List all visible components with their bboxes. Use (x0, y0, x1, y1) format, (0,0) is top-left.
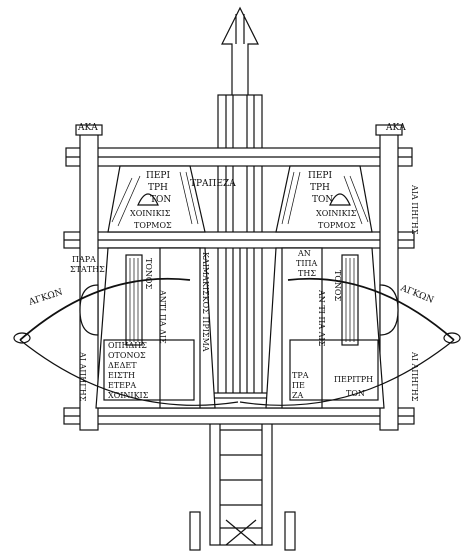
label-ankon-left: ΑΓΚΩΝ (27, 288, 64, 309)
bow-arms (13, 277, 461, 406)
right-column (281, 247, 323, 409)
note-line-3: ΔΕΔΕΤ (108, 361, 137, 370)
label-klimakiskos: ΚΛΙΜΑΚΙΣΚΟΣ ΠΡΙΣΜΑ (201, 252, 210, 352)
label-antipalis-left: ΑΝΤΙ ΠΑ ΛΙΣ (158, 289, 167, 344)
right-string (239, 339, 455, 406)
label-tonos-right: ΤΟΝΟΣ (333, 270, 342, 301)
label-choinikis-right: ΧΟΙΝΙΚΙΣ (316, 209, 357, 218)
label-top-right: ΑΚΑ (385, 123, 406, 133)
note-line-6: ΧΟΙΝΙΚΙΣ (108, 391, 149, 400)
label-right-lower: ΑΙ ΑΠΗΓΗΣ (410, 351, 419, 402)
label-periterion-left-1: ΠΕΡΙ (146, 171, 170, 181)
label-periterion-right-2: ΤΡΗ (310, 183, 330, 193)
right-upper-housing (275, 165, 373, 233)
label-ankon-right: ΑΓΚΩΝ (398, 283, 435, 306)
left-post-cap (75, 124, 103, 136)
left-arm (19, 277, 191, 341)
label-trapeza-top: ΤΡΑΠΕΖΑ (190, 179, 236, 189)
label-periterion-right-3: ΤΟΝ (312, 195, 333, 205)
right-spring-frame (265, 165, 385, 409)
label-periterion-lower-2: ΤΟΝ (346, 389, 365, 398)
ladder-foot-left (189, 511, 201, 551)
label-antipalis-right: ΑΝ ΤΙ ΠΑ ΛΙΣ (317, 289, 326, 347)
ladder-frame (209, 404, 273, 546)
label-trapeza-lower-3: ΖΑ (292, 391, 304, 400)
label-periterion-left-2: ΤΡΗ (148, 183, 168, 193)
label-parastatis-2: ΣΤΑΤΗΣ (70, 265, 105, 274)
note-line-1: ΟΠΗΔΗΣ (108, 341, 147, 350)
label-trapeza-lower-2: ΠΕ (292, 381, 305, 390)
label-periterion-left-3: ΤΟΝ (150, 195, 171, 205)
label-tormos-right: ΤΟΡΜΟΣ (318, 221, 356, 230)
left-bell (137, 193, 159, 206)
left-string-hook (13, 332, 31, 344)
left-column (159, 247, 201, 409)
right-post-cap (375, 124, 403, 136)
right-bracket (379, 284, 399, 336)
ladder-slide (189, 392, 296, 551)
main-frame (63, 124, 415, 431)
left-string (19, 339, 239, 406)
label-left-lower: ΑΙ ΑΠΗΓΗΣ (78, 351, 87, 402)
label-tonos-left: ΤΟΝΟΣ (144, 258, 153, 289)
note-line-2: ΟΤΟΝΟΣ (108, 351, 146, 360)
label-tormos-left: ΤΟΡΜΟΣ (134, 221, 172, 230)
label-trapeza-lower-1: ΤΡΑ (292, 371, 309, 380)
label-antiparastatis-1: ΑΝ (297, 249, 311, 258)
left-upper-housing (107, 165, 206, 233)
label-periterion-lower-1: ΠΕΡΙΤΡΗ (334, 375, 373, 384)
label-parastatis-1: ΠΑΡΑ (72, 255, 96, 264)
ladder-foot-right (284, 511, 296, 551)
note-line-5: ΕΤΕΡΑ (108, 381, 136, 390)
right-string-hook (443, 332, 461, 344)
label-periterion-right-1: ΠΕΡΙ (308, 171, 332, 181)
label-antiparastatis-3: ΤΗΣ (298, 269, 316, 278)
note-line-4: ΕΙΣΤΗ (108, 371, 135, 380)
central-stock (217, 6, 263, 416)
label-choinikis-left: ΧΟΙΝΙΚΙΣ (130, 209, 171, 218)
label-top-left: ΑΚΑ (77, 123, 98, 133)
label-right-upper: ΑΙΑ ΠΗΓΗΣ (410, 184, 419, 235)
right-arm (287, 277, 455, 341)
arrow-head (221, 6, 259, 101)
label-antiparastatis-2: ΤΙΠΑ (296, 259, 317, 268)
left-spring-frame (95, 165, 216, 409)
right-bell (329, 193, 351, 206)
